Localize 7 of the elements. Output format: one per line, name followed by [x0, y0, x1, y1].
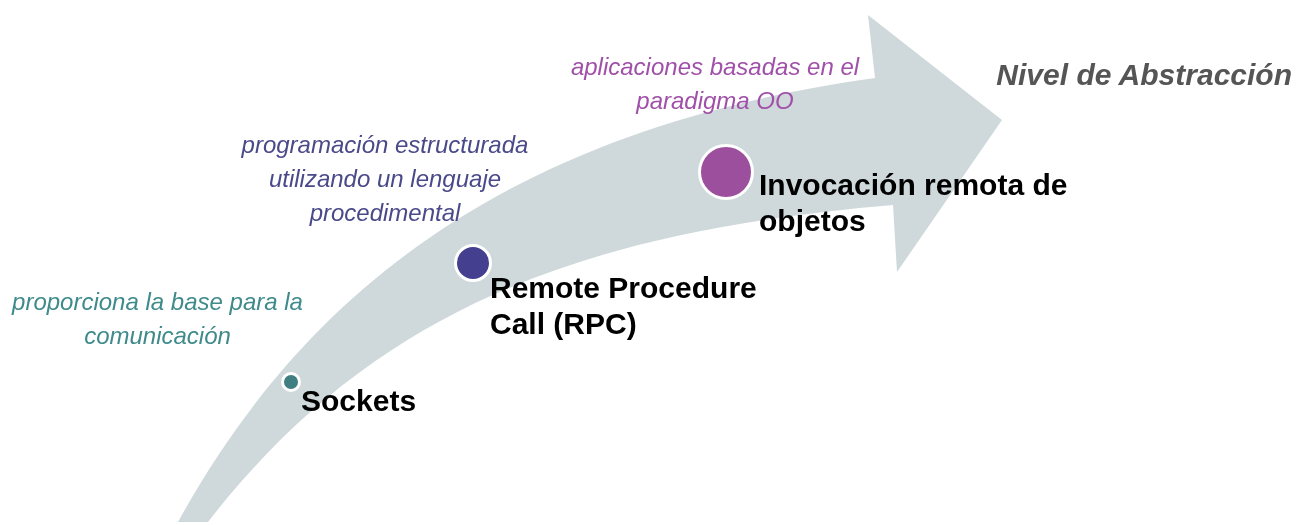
stage-title: Invocación remota de objetos: [759, 167, 1069, 239]
stage-title: Remote Procedure Call (RPC): [490, 270, 758, 342]
stage-description: proporciona la base para la comunicación: [10, 287, 304, 351]
stage-description: programación estructurada utilizando un lenguaje procedimental: [240, 130, 530, 228]
stage-description: aplicaciones basadas en el paradigma OO: [569, 52, 861, 116]
stage-title: Sockets: [301, 383, 418, 419]
axis-title: Nivel de Abstracción: [996, 57, 1292, 93]
